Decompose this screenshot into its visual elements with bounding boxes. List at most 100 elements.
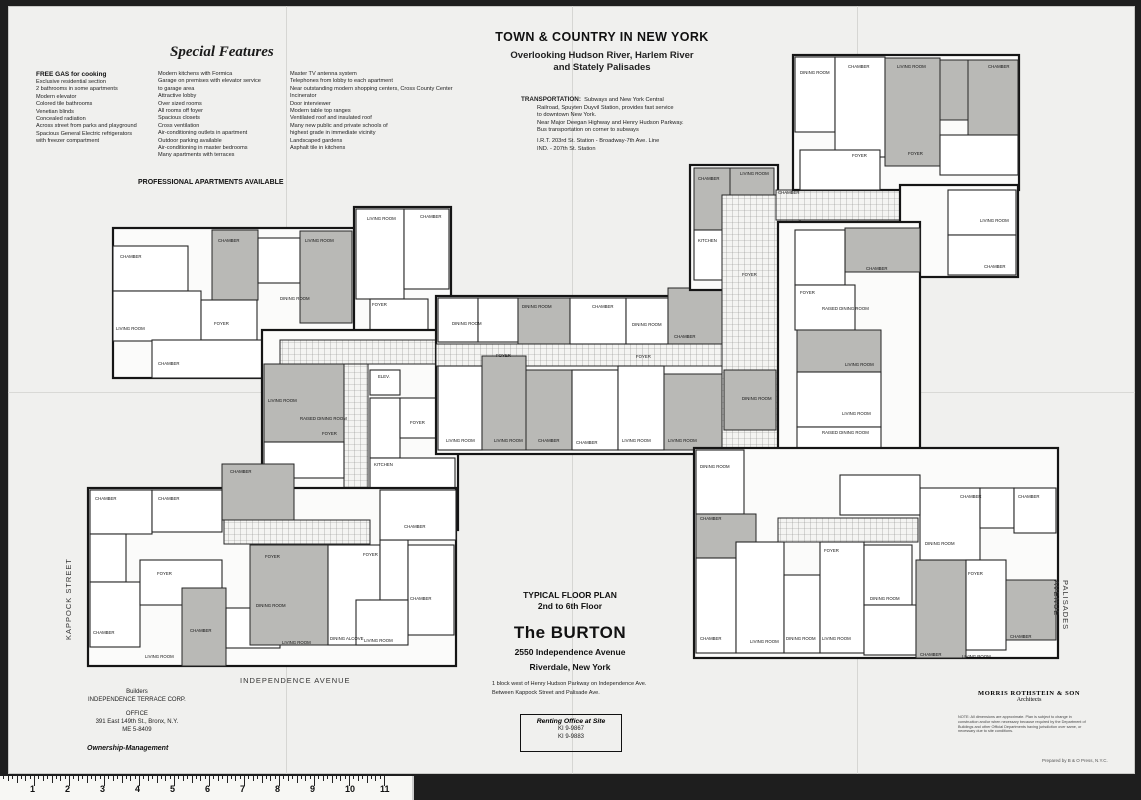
label-chamber: CHAMBER — [95, 496, 117, 501]
ruler-tick — [222, 776, 224, 779]
label-dining-room: DINING ROOM — [452, 321, 482, 326]
ruler-tick — [384, 776, 385, 786]
label-chamber: CHAMBER — [1010, 634, 1032, 639]
ruler-number: 10 — [345, 784, 356, 794]
ruler-tick — [187, 776, 189, 779]
ruler-tick — [139, 776, 140, 786]
label-living-room: LIVING ROOM — [494, 438, 523, 443]
label-living-room: LIVING ROOM — [145, 654, 174, 659]
label-dining-room: DINING ROOM — [786, 636, 816, 641]
label-dining-room: DINING ROOM — [742, 396, 772, 401]
floors-label: 2nd to 6th Floor — [537, 601, 603, 611]
ruler-tick — [230, 776, 232, 779]
ruler-tick — [248, 776, 250, 779]
label-living-room: LIVING ROOM — [740, 171, 769, 176]
label-living-room: LIVING ROOM — [116, 326, 145, 331]
ruler-tick — [182, 776, 184, 781]
ruler-tick — [55, 776, 57, 779]
label-chamber: CHAMBER — [700, 636, 722, 641]
label-chamber: CHAMBER — [576, 440, 598, 445]
label-dining-room: DINING ROOM — [280, 296, 310, 301]
ruler-tick — [209, 776, 210, 786]
ruler-tick — [169, 776, 171, 779]
label-living-room: LIVING ROOM — [962, 654, 991, 659]
ruler-tick — [261, 776, 263, 783]
ruler-tick — [318, 776, 320, 779]
architects-block: MORRIS ROTHSTEIN & SON Architects — [978, 690, 1080, 703]
ruler-tick — [29, 776, 31, 779]
ruler-number: 1 — [30, 784, 36, 794]
ruler-tick — [64, 776, 66, 779]
label-chamber: CHAMBER — [848, 64, 870, 69]
ruler-tick — [20, 776, 22, 779]
ruler-number: 9 — [310, 784, 316, 794]
ruler-tick — [309, 776, 311, 779]
ruler-tick — [16, 776, 18, 783]
ruler-tick — [349, 776, 350, 786]
ruler-number: 5 — [170, 784, 176, 794]
label-living-room: LIVING ROOM — [282, 640, 311, 645]
label-chamber: CHAMBER — [674, 334, 696, 339]
label-chamber: CHAMBER — [218, 238, 240, 243]
label-living-room: LIVING ROOM — [842, 411, 871, 416]
architect-role: Architects — [1016, 697, 1042, 703]
ruler-tick — [7, 776, 9, 781]
label-raised-dining: RAISED DINING ROOM — [300, 416, 347, 421]
ruler-tick — [60, 776, 62, 781]
ruler-tick — [335, 776, 337, 779]
label-living-room: LIVING ROOM — [305, 238, 334, 243]
label-dining-room: DINING ROOM — [925, 541, 955, 546]
ruler-tick — [279, 776, 280, 786]
ruler-tick — [375, 776, 377, 781]
ruler-tick — [226, 776, 228, 783]
label-chamber: CHAMBER — [988, 64, 1010, 69]
ownership-management: Ownership-Management — [87, 745, 169, 752]
ruler-tick — [152, 776, 154, 779]
ruler-tick — [25, 776, 27, 781]
left-upper-wing: CHAMBER LIVING ROOM CHAMBER LIVING ROOM … — [111, 205, 453, 380]
label-living-room: LIVING ROOM — [367, 216, 396, 221]
label-chamber: CHAMBER — [866, 266, 888, 271]
ruler-tick — [86, 776, 88, 783]
ruler-tick — [77, 776, 79, 781]
transportation-block: TRANSPORTATION: Subways and New York Cen… — [521, 96, 684, 152]
label-chamber: CHAMBER — [190, 628, 212, 633]
ruler-tick — [38, 776, 40, 779]
ruler-tick — [12, 776, 14, 779]
ruler-tick — [134, 776, 136, 779]
building-title-block: TYPICAL FLOOR PLAN 2nd to 6th Floor The … — [470, 590, 670, 673]
street-label-palisades: PALISADES AVENUE — [1052, 580, 1070, 631]
label-foyer: FOYER — [968, 571, 983, 576]
ruler-tick — [370, 776, 372, 779]
ruler-tick — [265, 776, 267, 779]
label-foyer: FOYER — [852, 153, 867, 158]
ruler-tick — [156, 776, 158, 783]
ruler-tick — [51, 776, 53, 783]
label-chamber: CHAMBER — [230, 469, 252, 474]
headline: TOWN & COUNTRY IN NEW YORK Overlooking H… — [452, 30, 752, 74]
ruler-tick — [305, 776, 307, 781]
label-chamber: CHAMBER — [700, 516, 722, 521]
ruler-tick — [90, 776, 92, 779]
label-chamber: CHAMBER — [1018, 494, 1040, 499]
label-chamber: CHAMBER — [920, 652, 942, 657]
ruler-number: 7 — [240, 784, 246, 794]
building-address-line2: Riverdale, New York — [529, 662, 611, 672]
label-dining-room: DINING ROOM — [632, 322, 662, 327]
label-living-room: LIVING ROOM — [364, 638, 393, 643]
ruler-tick — [200, 776, 202, 781]
label-foyer: FOYER — [800, 290, 815, 295]
ruler-tick — [69, 776, 70, 786]
renting-office-box: Renting Office at Site KI 9-9867 KI 9-98… — [520, 714, 622, 752]
ruler-tick — [296, 776, 298, 783]
ruler-tick — [143, 776, 145, 779]
ruler-number: 6 — [205, 784, 211, 794]
ruler-number: 2 — [65, 784, 71, 794]
label-chamber: CHAMBER — [538, 438, 560, 443]
label-foyer: FOYER — [410, 420, 425, 425]
label-chamber: CHAMBER — [960, 494, 982, 499]
ruler-tick — [331, 776, 333, 783]
transportation-label: TRANSPORTATION: — [521, 96, 581, 103]
